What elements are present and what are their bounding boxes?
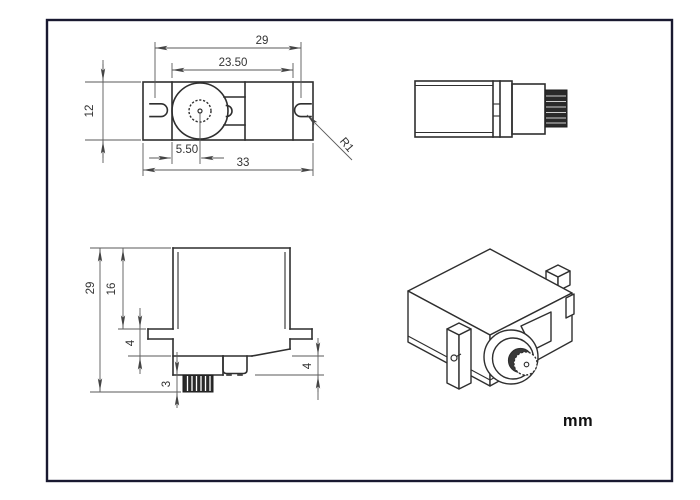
iso-slot-hole [450, 354, 458, 362]
isometric-view [407, 248, 575, 390]
right-slot-hole [293, 103, 312, 118]
sheet-border [45, 18, 674, 483]
side-spline-shaft [544, 89, 568, 128]
dim-shaft-offset: 5.50 [176, 144, 198, 156]
front-view: 29 16 4 3 4 [85, 247, 324, 408]
side-view [414, 80, 568, 138]
top-view: 29 23.50 12 5.50 33 R1 [84, 35, 356, 176]
unit-label: mm [563, 412, 593, 430]
dim-bottom-offset: 4 [302, 362, 314, 369]
iso-spline-gear [513, 351, 538, 376]
left-slot-hole [149, 103, 169, 118]
dim-upper-height: 16 [106, 283, 118, 296]
dim-body-height: 12 [84, 105, 96, 118]
dim-gear-height: 3 [161, 381, 173, 387]
dim-overall-height: 29 [85, 282, 97, 295]
dim-flange-offset: 4 [125, 339, 137, 346]
dim-overall-width: 33 [237, 157, 250, 169]
dim-body-width: 23.50 [219, 57, 248, 69]
front-spline-gear [182, 374, 214, 393]
dim-hole-spacing: 29 [256, 35, 269, 47]
